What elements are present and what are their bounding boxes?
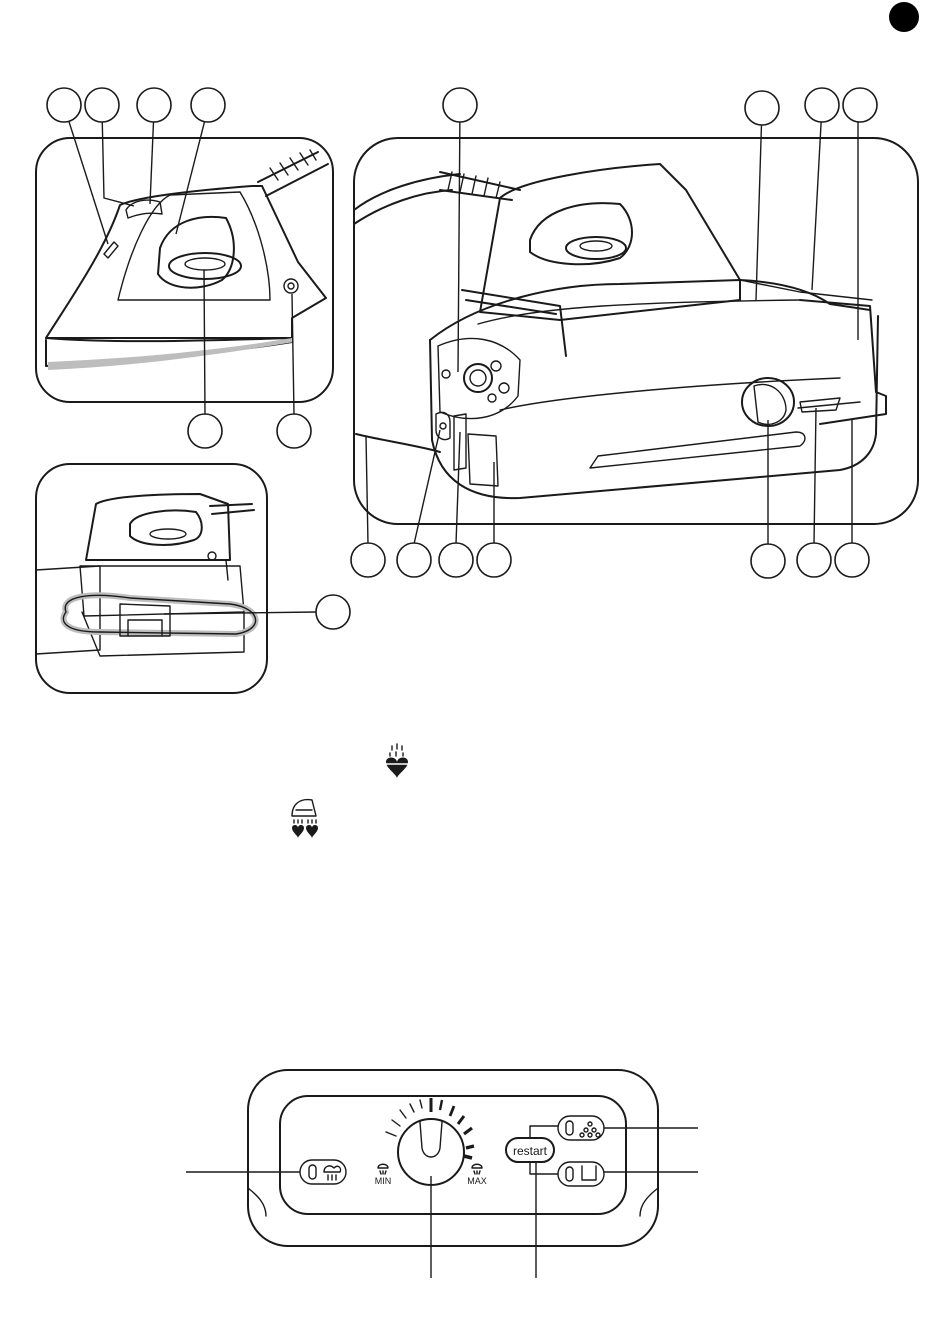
cord-storage-panel — [36, 464, 267, 693]
callout-circle — [745, 91, 779, 125]
callout-circle — [316, 595, 350, 629]
callout-circle — [277, 414, 311, 448]
steam-indicator — [186, 1160, 346, 1184]
callout-circle — [439, 543, 473, 577]
callout-circle — [137, 88, 171, 122]
descale-indicator — [558, 1116, 698, 1140]
callout-circle — [191, 88, 225, 122]
restart-label: restart — [513, 1144, 548, 1158]
steam-dial — [398, 1119, 464, 1185]
base-station-panel — [354, 138, 918, 524]
dial-min-label: MIN — [375, 1176, 392, 1186]
callout-circle — [751, 544, 785, 578]
callout-circle — [843, 88, 877, 122]
callout-circle — [477, 543, 511, 577]
callout-circle — [351, 543, 385, 577]
min-icon — [378, 1164, 388, 1174]
control-panel: MIN MAX restart — [186, 1070, 698, 1278]
water-tank-indicator — [558, 1162, 698, 1186]
dial-scale — [386, 1098, 474, 1158]
dial-max-label: MAX — [467, 1176, 487, 1186]
steam-cloud-icon — [324, 1166, 341, 1172]
callout-circle — [188, 414, 222, 448]
callout-circle — [835, 543, 869, 577]
steam-heart-icon — [386, 744, 408, 778]
water-tank-icon — [582, 1166, 596, 1180]
max-icon — [472, 1164, 482, 1174]
callout-circle — [805, 88, 839, 122]
callout-circle — [47, 88, 81, 122]
page-marker-dot — [889, 2, 919, 32]
iron-steam-icon — [292, 800, 318, 838]
iron-closeup-panel — [36, 138, 333, 402]
callout-circle — [443, 88, 477, 122]
callout-circle — [397, 543, 431, 577]
callout-circle — [85, 88, 119, 122]
callout-circle — [797, 543, 831, 577]
scale-dots-icon — [580, 1122, 600, 1137]
